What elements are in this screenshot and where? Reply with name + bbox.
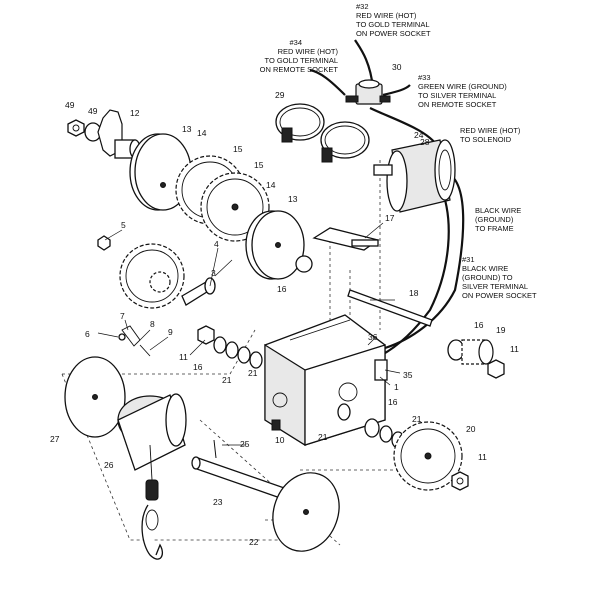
note-red-solenoid-line-2: TO SOLENOID [460,135,512,144]
callout-15-right: 15 [254,160,264,170]
note-black-frame-line-2: (GROUND) [475,215,514,224]
callout-26: 26 [104,460,114,470]
motor [373,139,456,213]
callout-11-right-bottom: 11 [478,452,487,462]
lower-shaft-assembly [191,439,340,552]
callout-7: 7 [120,311,125,321]
callout-5: 5 [121,220,126,230]
callout-28: 28 [420,137,430,147]
note-31-line-1: #31 [462,255,475,264]
callout-21-left-b: 21 [248,368,258,378]
callout-8: 8 [150,319,155,329]
drum-plate-27 [64,356,126,438]
winch-frame [264,314,388,447]
callout-23: 23 [213,497,223,507]
callout-4: 4 [214,239,219,249]
callout-9: 9 [168,327,173,337]
callout-11-right-top: 11 [510,344,519,354]
note-31-line-5: ON POWER SOCKET [462,291,537,300]
callout-29: 29 [275,90,285,100]
washers-left [197,325,263,369]
note-32: #32 RED WIRE (HOT) TO GOLD TERMINAL ON P… [356,2,431,38]
callout-21-left-a: 21 [222,375,232,385]
callout-17: 17 [385,213,395,223]
note-32-line-4: ON POWER SOCKET [356,29,431,38]
callout-49-a: 49 [65,100,75,110]
callout-20: 20 [466,424,476,434]
callout-10: 10 [275,435,285,445]
note-red-wire-solenoid: RED WIRE (HOT) TO SOLENOID [460,126,521,144]
note-31: #31 BLACK WIRE (GROUND) TO SILVER TERMIN… [462,255,537,300]
callout-13-right: 13 [288,194,298,204]
callout-30: 30 [392,62,402,72]
cable-drum-26 [117,393,187,560]
callout-6: 6 [85,329,90,339]
leader-lines [97,222,401,446]
callout-16-right: 16 [474,320,484,330]
callout-49-b: 49 [88,106,98,116]
callout-27: 27 [50,434,60,444]
note-red-solenoid-line-1: RED WIRE (HOT) [460,126,521,135]
note-34-line-4: ON REMOTE SOCKET [260,65,339,74]
note-33-line-2: GREEN WIRE (GROUND) [418,82,507,91]
note-33-line-4: ON REMOTE SOCKET [418,100,497,109]
brake-and-shaft [312,227,433,327]
callout-11-left: 11 [179,352,188,362]
callout-1: 1 [394,382,399,392]
note-34-line-1: #34 [289,38,302,47]
note-32-line-1: #32 [356,2,369,11]
note-33-line-1: #33 [418,73,431,82]
note-33-line-3: TO SILVER TERMINAL [418,91,496,100]
note-34-line-2: RED WIRE (HOT) [278,47,339,56]
callout-13-top: 13 [182,124,192,134]
note-34: #34 RED WIRE (HOT) TO GOLD TERMINAL ON R… [260,38,339,74]
callout-3: 3 [211,268,216,278]
callout-25: 25 [240,439,250,449]
upper-drive-assembly [67,109,313,280]
callout-16-upper: 16 [277,284,287,294]
pinion-19 [447,339,505,379]
note-34-line-3: TO GOLD TERMINAL [265,56,339,65]
output-gear-20 [393,421,469,491]
callout-36: 36 [368,332,378,342]
note-32-line-2: RED WIRE (HOT) [356,11,417,20]
note-black-frame-line-3: TO FRAME [475,224,514,233]
note-black-wire-frame: BLACK WIRE (GROUND) TO FRAME [475,206,521,233]
note-33: #33 GREEN WIRE (GROUND) TO SILVER TERMIN… [418,73,507,109]
callout-35: 35 [403,370,413,380]
callout-14-top: 14 [197,128,207,138]
note-31-line-3: (GROUND) TO [462,273,513,282]
hose-clamps [275,103,370,163]
drive-gear-4 [97,235,216,357]
callout-22: 22 [249,537,259,547]
note-31-line-4: SILVER TERMINAL [462,282,528,291]
callout-21-right-b: 21 [412,414,422,424]
callout-19: 19 [496,325,506,335]
callout-18: 18 [409,288,419,298]
callout-14-right: 14 [266,180,276,190]
callout-16-left: 16 [193,362,203,372]
callout-labels: 1 10 3 4 5 6 7 8 9 11 11 11 12 13 13 14 … [50,62,519,547]
solenoid [345,79,391,105]
note-31-line-2: BLACK WIRE [462,264,508,273]
callout-21-right-a: 21 [318,432,328,442]
callout-15-top: 15 [233,144,243,154]
callout-24: 24 [414,130,424,140]
callout-12: 12 [130,108,140,118]
callout-16-lower: 16 [388,397,398,407]
note-32-line-3: TO GOLD TERMINAL [356,20,430,29]
note-black-frame-line-1: BLACK WIRE [475,206,521,215]
